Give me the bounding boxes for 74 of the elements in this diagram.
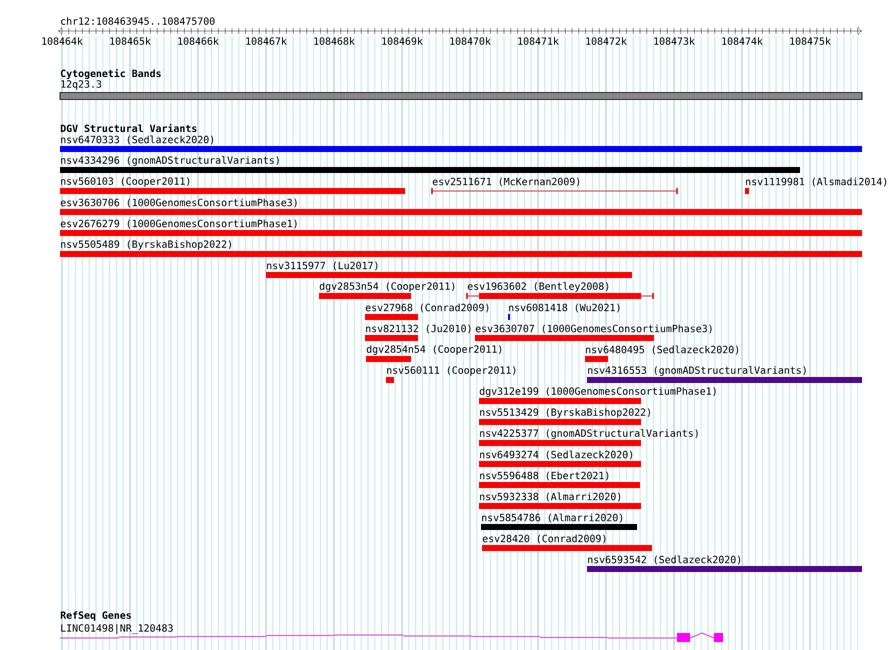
tick-label: 108469k xyxy=(382,37,423,45)
node-label: dgv2853n54 (Cooper2011) xyxy=(320,282,454,292)
node-label: esv2676279 (1000GenomesConsortiumPhase1) xyxy=(60,220,297,228)
node-label: dgv312e199 (1000GenomesConsortiumPhase1) xyxy=(480,387,716,397)
variant-feature: nsv3115977 (Lu2017) xyxy=(266,262,632,278)
node-label: nsv560103 (Cooper2011) xyxy=(61,177,190,187)
node-label: nsv821132 (Ju2010) xyxy=(366,324,470,334)
node-label: nsv4316553 (gnomADStructuralVariants) xyxy=(588,366,806,376)
variant-feature: nsv4316553 (gnomADStructuralVariants) xyxy=(587,366,862,383)
tick-label: 108467k xyxy=(246,37,287,45)
variant-feature: dgv2853n54 (Cooper2011) xyxy=(319,282,454,299)
node-label: nsv1119981 (Alsmadi2014) xyxy=(746,178,886,186)
node-label: dgv2854n54 (Cooper2011) xyxy=(366,345,502,355)
node-label: nsv5854786 (Almarri2020) xyxy=(482,514,622,522)
node-label: nsv6493274 (Sedlazeck2020) xyxy=(480,450,632,460)
node-label: nsv5932338 (Almarri2020) xyxy=(480,492,620,502)
node-label: nsv6081418 (Wu2021) xyxy=(509,304,620,312)
node-label: nsv4225377 (gnomADStructuralVariants) xyxy=(480,429,698,439)
variant-feature: nsv5513429 (ByrskaBishop2022) xyxy=(479,408,650,425)
node-label: 12q23.3 xyxy=(61,80,102,90)
track-title: Cytogenetic Bands xyxy=(60,68,161,80)
node-label: nsv560111 (Cooper2011) xyxy=(387,366,516,376)
node-label: nsv6480495 (Sedlazeck2020) xyxy=(586,346,738,354)
tick-label: 108468k xyxy=(314,37,355,45)
variant-feature: nsv560103 (Cooper2011) xyxy=(60,177,405,194)
node-label: nsv5596488 (Ebert2021) xyxy=(480,472,608,480)
variant-feature: nsv5596488 (Ebert2021) xyxy=(479,472,640,488)
tick-label: 108464k xyxy=(42,37,83,45)
tick-label: 108465k xyxy=(110,37,151,45)
node-label: nsv5505489 (ByrskaBishop2022) xyxy=(61,240,231,250)
node-label: LINC01498|NR_120483 xyxy=(61,624,173,634)
variant-feature: esv2511671 (McKernan2009) xyxy=(431,178,678,195)
tick-label: 108466k xyxy=(178,37,219,45)
variant-feature: nsv5505489 (ByrskaBishop2022) xyxy=(60,240,862,257)
variant-feature: esv2676279 (1000GenomesConsortiumPhase1) xyxy=(60,220,862,236)
tick-label: 108474k xyxy=(722,37,763,45)
node-label: nsv5513429 (ByrskaBishop2022) xyxy=(480,408,650,418)
node-label: esv27968 (Conrad2009) xyxy=(366,304,488,312)
tick-label: 108470k xyxy=(450,37,491,45)
node-label: esv3630706 (1000GenomesConsortiumPhase3) xyxy=(60,198,297,208)
node-label: esv3630707 (1000GenomesConsortiumPhase3) xyxy=(476,324,712,334)
track-title: DGV Structural Variants xyxy=(60,124,196,132)
tick-label: 108473k xyxy=(654,37,695,45)
gene-feature: LINC01498|NR_120483 xyxy=(60,624,724,642)
tick-label: 108471k xyxy=(518,37,559,45)
node-label: nsv6470333 (Sedlazeck2020) xyxy=(61,136,214,144)
variant-feature: nsv5854786 (Almarri2020) xyxy=(481,514,637,530)
variant-feature: nsv6470333 (Sedlazeck2020) xyxy=(60,136,862,152)
variant-feature: esv3630707 (1000GenomesConsortiumPhase3) xyxy=(475,324,712,341)
node-label: nsv6593542 (Sedlazeck2020) xyxy=(588,556,740,564)
variant-feature: nsv6593542 (Sedlazeck2020) xyxy=(587,556,862,572)
variant-feature: nsv4334296 (gnomADStructuralVariants) xyxy=(60,156,800,173)
variant-feature: nsv6081418 (Wu2021) xyxy=(508,304,620,320)
variant-feature: nsv821132 (Ju2010) xyxy=(365,324,470,341)
variant-feature: nsv5932338 (Almarri2020) xyxy=(479,492,641,509)
node-label: esv28420 (Conrad2009) xyxy=(482,534,606,544)
variant-feature: esv1963602 (Bentley2008) xyxy=(466,282,654,300)
cytoband-feature: 12q23.3 xyxy=(60,80,862,100)
variant-feature: nsv6480495 (Sedlazeck2020) xyxy=(585,346,738,362)
variant-feature: nsv560111 (Cooper2011) xyxy=(386,366,516,383)
variant-feature: nsv4225377 (gnomADStructuralVariants) xyxy=(479,429,698,446)
variant-feature: nsv1119981 (Alsmadi2014) xyxy=(745,178,886,194)
tick-label: 108475k xyxy=(790,37,831,45)
variant-feature: esv27968 (Conrad2009) xyxy=(365,304,488,320)
node-label: nsv3115977 (Lu2017) xyxy=(267,262,378,270)
node-label: nsv4334296 (gnomADStructuralVariants) xyxy=(61,156,279,166)
tick-label: 108472k xyxy=(586,37,627,45)
node-label: esv1963602 (Bentley2008) xyxy=(468,282,608,292)
variant-feature: nsv6493274 (Sedlazeck2020) xyxy=(479,450,641,467)
variant-feature: esv3630706 (1000GenomesConsortiumPhase3) xyxy=(60,198,862,215)
variant-feature: dgv2854n54 (Cooper2011) xyxy=(366,345,502,362)
variant-feature: dgv312e199 (1000GenomesConsortiumPhase1) xyxy=(479,387,716,404)
ruler-label: chr12:108463945..108475700 xyxy=(61,17,215,25)
variant-feature: esv28420 (Conrad2009) xyxy=(482,534,652,551)
